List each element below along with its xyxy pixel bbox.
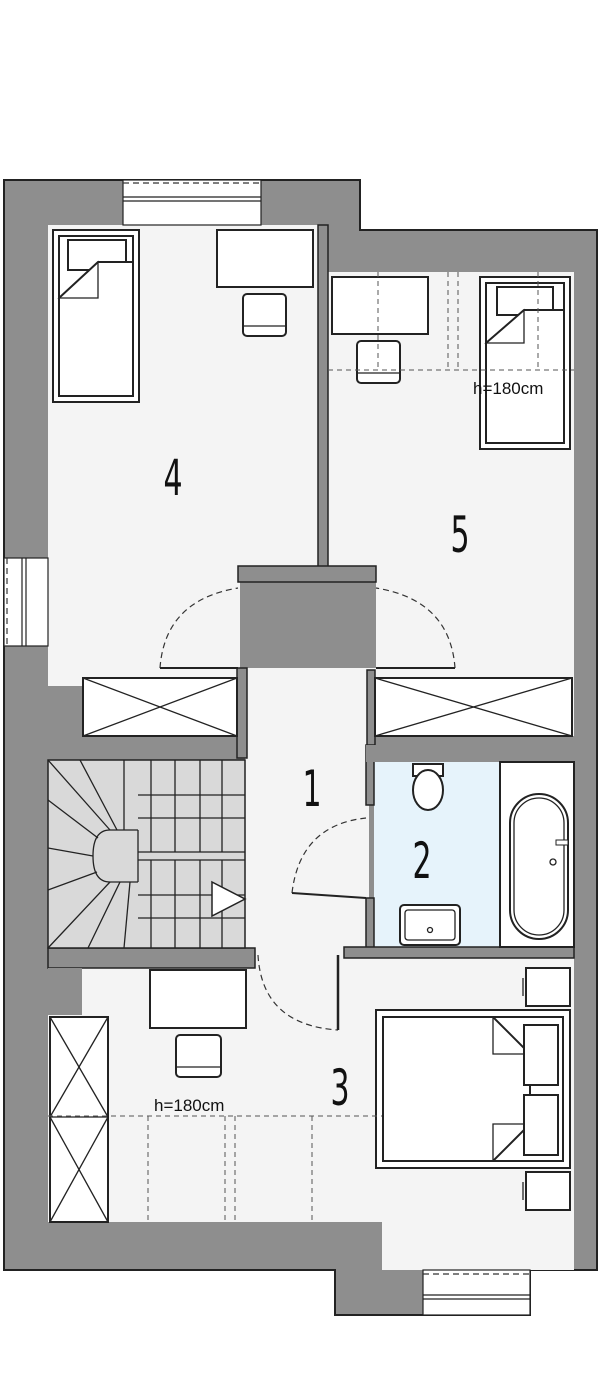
wall-stairs-left — [48, 686, 83, 760]
desk-room-5 — [331, 276, 429, 335]
wall-bath-top — [366, 745, 574, 762]
wall-4-5-foot — [237, 565, 377, 583]
sink — [399, 904, 461, 946]
height-label-room-5: h=180cm — [473, 379, 543, 398]
bathtub — [499, 761, 575, 948]
wall-hall-right — [366, 669, 376, 751]
desk-room-4 — [216, 229, 314, 288]
wardrobe-right — [374, 677, 573, 737]
toilet — [412, 763, 444, 811]
wall-bath-left-lower — [365, 897, 375, 951]
room-number-1: 1 — [302, 760, 321, 818]
chair-room-3 — [175, 1034, 222, 1078]
door-swing-room-4 — [159, 587, 239, 669]
wall-4-5 — [317, 224, 329, 571]
nightstand-top — [525, 967, 571, 1007]
bed-room-5 — [479, 276, 571, 450]
room-number-5: 5 — [450, 506, 469, 564]
nightstand-bottom — [525, 1171, 571, 1211]
double-bed — [375, 1009, 571, 1169]
wardrobe-left — [82, 677, 238, 737]
desk-room-3 — [149, 969, 247, 1029]
door-swing-room-5 — [375, 587, 456, 669]
floor-room-1 — [245, 668, 369, 958]
sloped-ceiling-lines-room-3 — [48, 1115, 382, 1222]
wall-bath-bottom — [343, 946, 575, 959]
chair-room-4 — [242, 293, 287, 337]
wall-room-3-top-left — [47, 947, 256, 969]
room-number-4: 4 — [163, 449, 182, 507]
door-swing-room-3 — [257, 954, 339, 1031]
door-leaf-room-2 — [291, 892, 367, 899]
wardrobe-room-3 — [49, 1016, 109, 1223]
door-swing-room-2 — [291, 817, 367, 894]
staircase — [47, 759, 247, 949]
room-number-3: 3 — [330, 1059, 349, 1117]
sloped-ceiling-lines-room-5 — [328, 272, 574, 371]
wall-room-3-left-notch — [48, 968, 82, 1015]
wall-hall-left — [236, 667, 248, 759]
window-bottom — [422, 1269, 531, 1316]
window-top — [122, 179, 262, 226]
window-left — [3, 557, 49, 647]
bed-room-4 — [52, 229, 140, 403]
height-label-room-3: h=180cm — [154, 1096, 224, 1115]
room-number-2: 2 — [412, 832, 431, 890]
